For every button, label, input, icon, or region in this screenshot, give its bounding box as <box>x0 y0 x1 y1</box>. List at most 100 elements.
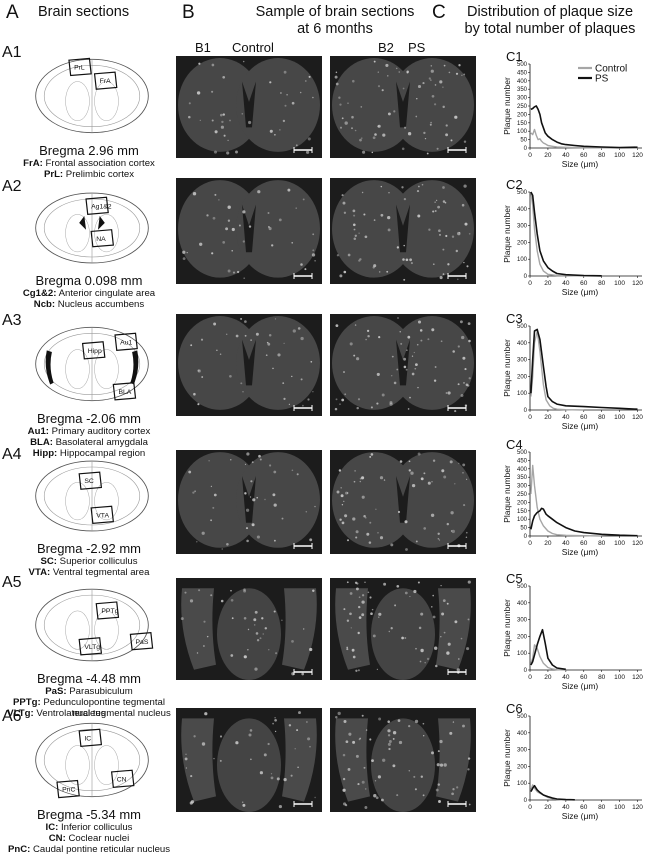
y-tick-label: 300 <box>517 618 528 624</box>
x-tick-label: 20 <box>544 152 552 159</box>
x-axis-label: Size (μm) <box>562 287 599 297</box>
micrograph-ps-a6 <box>330 708 476 812</box>
abbrev-term: PnC: <box>7 844 31 855</box>
micrograph-control-a1 <box>176 56 322 158</box>
abbrev-desc: Frontal association cortex <box>45 158 155 169</box>
x-tick-label: 120 <box>632 152 643 159</box>
abbrev-term: Ncb: <box>33 299 56 310</box>
abbrev-desc: Ventrolateral tegmental nucleus <box>36 708 171 719</box>
abbrev-desc: Nucleus accumbens <box>57 299 145 310</box>
y-tick-label: 400 <box>517 731 528 737</box>
abbrev-line-a1-0: FrA: Frontal association cortex <box>0 158 178 169</box>
micrograph-image-control-a4 <box>178 452 320 550</box>
abbrev-desc: Parasubiculum <box>69 686 133 697</box>
series-line-control <box>530 330 584 411</box>
x-tick-label: 60 <box>580 280 588 287</box>
x-tick-label: 80 <box>598 280 606 287</box>
abbrev-line-a3-1: BLA: Basolateral amygdala <box>0 437 178 448</box>
atlas-region-label-5-0: IC <box>84 735 91 742</box>
y-tick-label: 100 <box>517 391 528 397</box>
micrograph-control-a5 <box>176 578 322 680</box>
x-tick-label: 80 <box>598 540 606 547</box>
chart-label-c4: C4 <box>506 440 523 452</box>
abbrev-term: PaS: <box>45 686 67 697</box>
abbrev-line-a6-2: PnC: Caudal pontine reticular nucleus <box>0 844 178 855</box>
atlas-region-label-0-0: PrL <box>74 65 85 72</box>
y-tick-label: 250 <box>517 492 528 498</box>
abbrev-desc: Coclear nuclei <box>68 833 130 844</box>
y-tick-label: 500 <box>517 714 528 720</box>
abbrev-term: VTA: <box>28 567 51 578</box>
abbrev-term: PrL: <box>43 169 64 180</box>
bregma-a6: Bregma -5.34 mm <box>36 807 142 822</box>
y-tick-label: 450 <box>517 458 528 464</box>
abbrev-line-a5-1: PPTg: Pedunculopontine tegmental nucleus <box>0 697 178 719</box>
series-line-ps <box>530 328 638 410</box>
y-tick-label: 300 <box>517 748 528 754</box>
y-tick-label: 100 <box>517 651 528 657</box>
y-tick-label: 400 <box>517 467 528 473</box>
abbrev-term: Au1: <box>27 426 49 437</box>
y-tick-label: 500 <box>517 190 528 196</box>
x-tick-label: 0 <box>528 674 532 681</box>
abbrev-term: PPTg: <box>12 697 41 708</box>
abbrev-line-a6-0: IC: Inferior colliculus <box>0 822 178 833</box>
abbrev-line-a6-1: CN: Coclear nuclei <box>0 833 178 844</box>
chart-label-c2: C2 <box>506 180 523 192</box>
y-axis-label: Plaque number <box>502 339 512 397</box>
micrograph-image-control-a3 <box>178 316 320 411</box>
micrograph-image-ps-a6 <box>335 711 471 812</box>
micrograph-image-ps-a5 <box>335 580 471 680</box>
x-tick-label: 100 <box>614 152 625 159</box>
y-tick-label: 200 <box>517 634 528 640</box>
y-tick-label: 0 <box>524 408 528 414</box>
row-label-a2: A2 <box>2 178 22 195</box>
abbrev-term: Hipp: <box>32 448 58 459</box>
y-tick-label: 200 <box>517 112 528 118</box>
micrograph-image-control-a2 <box>178 180 320 280</box>
bregma-a3: Bregma -2.06 mm <box>36 411 142 426</box>
y-tick-label: 400 <box>517 207 528 213</box>
row-label-a5: A5 <box>2 574 22 591</box>
x-tick-label: 80 <box>598 152 606 159</box>
y-tick-label: 0 <box>524 668 528 674</box>
panel-b-title-line2: at 6 months <box>297 21 373 37</box>
x-tick-label: 0 <box>528 804 532 811</box>
y-tick-label: 350 <box>517 87 528 93</box>
y-tick-label: 250 <box>517 104 528 110</box>
abbrev-line-a3-2: Hipp: Hippocampal region <box>0 448 178 459</box>
y-tick-label: 500 <box>517 450 528 456</box>
micrograph-image-ps-a4 <box>332 452 474 551</box>
y-tick-label: 500 <box>517 324 528 330</box>
chart-label-c6: C6 <box>506 704 523 716</box>
series-line-control <box>530 191 602 277</box>
abbrev-line-a3-0: Au1: Primary auditory cortex <box>0 426 178 437</box>
x-tick-label: 20 <box>544 674 552 681</box>
x-tick-label: 100 <box>614 674 625 681</box>
abbrev-desc: Prelimbic cortex <box>65 169 135 180</box>
x-tick-label: 60 <box>580 540 588 547</box>
x-tick-label: 100 <box>614 280 625 287</box>
x-tick-label: 120 <box>632 674 643 681</box>
x-tick-label: 80 <box>598 674 606 681</box>
atlas-region-label-2-1: Au1 <box>120 339 132 346</box>
abbrev-line-a5-0: PaS: Parasubiculum <box>0 686 178 697</box>
y-tick-label: 500 <box>517 584 528 590</box>
y-tick-label: 100 <box>517 781 528 787</box>
row-label-a1: A1 <box>2 44 22 61</box>
micrograph-ps-a4 <box>330 450 476 554</box>
x-tick-label: 40 <box>562 674 570 681</box>
abbrev-line-a4-1: VTA: Ventral tegmental area <box>0 567 178 578</box>
x-axis-label: Size (μm) <box>562 421 599 431</box>
atlas-region-label-1-1: NA <box>96 236 106 243</box>
series-line-ps <box>530 784 575 801</box>
abbrev-desc: Inferior colliculus <box>61 822 133 833</box>
x-tick-label: 40 <box>562 804 570 811</box>
abbrev-line-a1-1: PrL: Prelimbic cortex <box>0 169 178 180</box>
y-tick-label: 200 <box>517 764 528 770</box>
